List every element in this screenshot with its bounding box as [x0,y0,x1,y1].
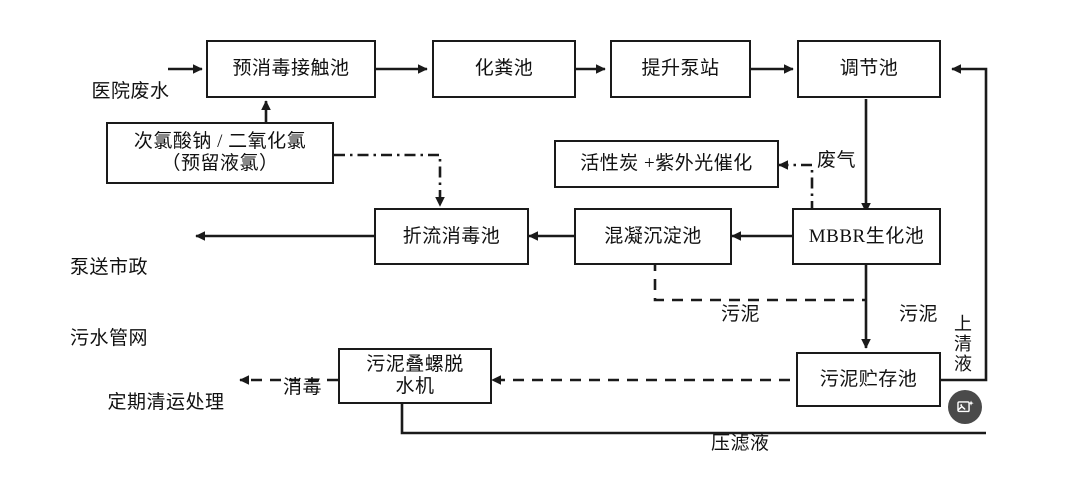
label-filtrate: 压滤液 [690,408,769,479]
terminal-municipal-network: 泵送市政 污水管网 [70,208,180,398]
terminal-municipal-label-1: 泵送市政 [70,256,149,278]
label-sludge-sed-text: 污泥 [721,303,761,325]
terminal-periodic-removal-label: 定期清运处理 [107,391,225,413]
node-chemical-dosing[interactable]: 次氯酸钠 / 二氧化氯 （预留液氯） [106,122,334,184]
terminal-inflow-label: 医院废水 [91,80,170,102]
label-sludge-from-sedimentation: 污泥 [700,279,760,350]
label-waste-gas-text: 废气 [817,149,857,171]
terminal-inflow: 医院废水 [70,56,170,127]
node-mbbr-tank[interactable]: MBBR生化池 [792,208,941,265]
node-carbon-uv-label: 活性炭 +紫外光催化 [580,153,753,175]
edge-sed-sludge [653,260,866,302]
label-disinfect: 消毒 [262,352,322,423]
label-supernatant-text: 上清液 [952,314,972,374]
node-mbbr-tank-label: MBBR生化池 [808,225,925,247]
node-septic-tank-label: 化粪池 [474,58,534,80]
edge-waste-gas [778,160,814,212]
node-sludge-screw-press[interactable]: 污泥叠螺脱 水机 [338,348,492,404]
edge-chem-dashdot [334,153,445,207]
terminal-periodic-removal: 定期清运处理 [78,367,233,438]
edge-filtrate [400,404,986,435]
node-regulating-tank[interactable]: 调节池 [797,40,941,98]
node-carbon-uv-treatment[interactable]: 活性炭 +紫外光催化 [554,140,779,188]
node-sludge-screw-press-label-2: 水机 [395,376,435,397]
node-regulating-tank-label: 调节池 [839,58,899,80]
node-septic-tank[interactable]: 化粪池 [432,40,576,98]
node-coagulation-sedimentation[interactable]: 混凝沉淀池 [574,208,732,265]
label-sludge-mbbr-text: 污泥 [899,303,939,325]
node-coagulation-sedimentation-label: 混凝沉淀池 [604,225,702,247]
image-sparkle-icon [948,390,982,424]
label-supernatant: 上清液 [952,314,972,374]
node-chemical-dosing-label-1: 次氯酸钠 / 二氧化氯 [133,130,307,152]
terminal-municipal-label-2: 污水管网 [70,327,149,349]
label-disinfect-text: 消毒 [283,376,323,398]
node-lift-pump-station-label: 提升泵站 [641,58,720,80]
label-waste-gas: 废气 [796,125,856,196]
node-pre-disinfection-label: 预消毒接触池 [232,58,350,80]
node-sludge-storage-tank-label: 污泥贮存池 [819,368,918,390]
label-filtrate-text: 压滤液 [711,432,770,454]
edge-supernatant [941,64,988,382]
label-sludge-from-mbbr: 污泥 [878,279,938,350]
node-baffled-disinfection-label: 折流消毒池 [402,225,501,247]
node-baffled-disinfection[interactable]: 折流消毒池 [374,208,529,265]
node-sludge-storage-tank[interactable]: 污泥贮存池 [796,352,941,407]
node-chemical-dosing-label-2: （预留液氯） [161,153,279,174]
node-lift-pump-station[interactable]: 提升泵站 [610,40,751,98]
node-sludge-screw-press-label-1: 污泥叠螺脱 [366,353,464,375]
node-pre-disinfection[interactable]: 预消毒接触池 [206,40,376,98]
